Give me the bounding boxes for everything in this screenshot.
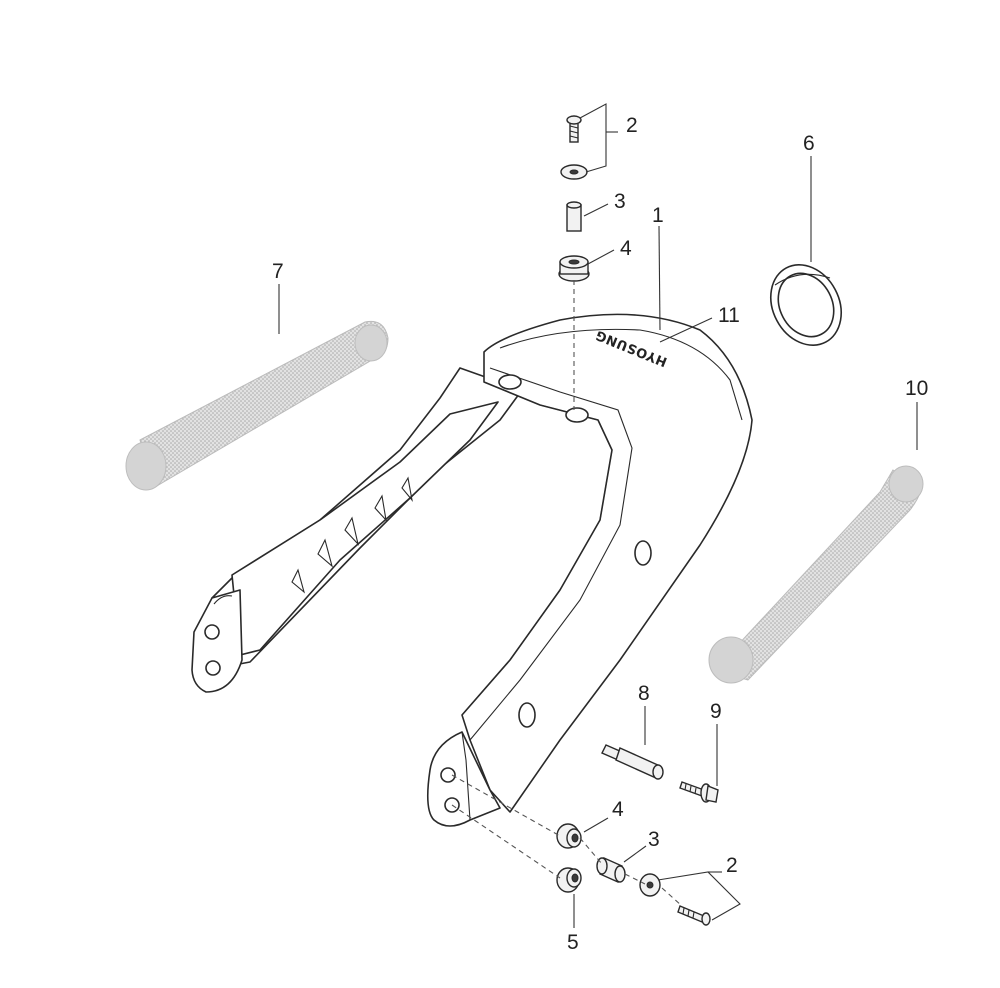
- callout-4-bottom: 4: [612, 798, 624, 821]
- flange-bolt: [679, 781, 719, 803]
- grommet-5: [556, 867, 582, 893]
- collar-bottom: [596, 857, 626, 883]
- rear-carrier-frame: HYOSUNG: [191, 313, 753, 827]
- top-hardware-stack: [558, 115, 590, 282]
- grip-rail-left: [125, 320, 389, 491]
- washer-screw-bottom: [639, 873, 711, 926]
- grommet-bottom: [556, 823, 582, 849]
- callout-2-bottom: 2: [726, 854, 738, 877]
- callout-9: 9: [710, 700, 722, 723]
- callout-11: 11: [718, 304, 740, 327]
- standoff-bolt: [601, 744, 664, 780]
- callout-3-bottom: 3: [648, 828, 660, 851]
- callout-2-top: 2: [626, 114, 638, 137]
- callout-1: 1: [652, 204, 664, 227]
- grip-rail-right: [708, 465, 924, 684]
- callout-5: 5: [567, 931, 579, 954]
- callout-10: 10: [905, 377, 928, 400]
- callout-6: 6: [803, 132, 815, 155]
- leader-lines: [278, 103, 918, 928]
- callout-3-top: 3: [614, 190, 626, 213]
- callout-8: 8: [638, 682, 650, 705]
- callout-4-top: 4: [620, 237, 632, 260]
- ring-seal: [770, 264, 842, 346]
- callout-7: 7: [272, 260, 284, 283]
- callout-labels: 2 3 4 1 6 7 10 11 8 9 4 3 2 5: [272, 114, 928, 954]
